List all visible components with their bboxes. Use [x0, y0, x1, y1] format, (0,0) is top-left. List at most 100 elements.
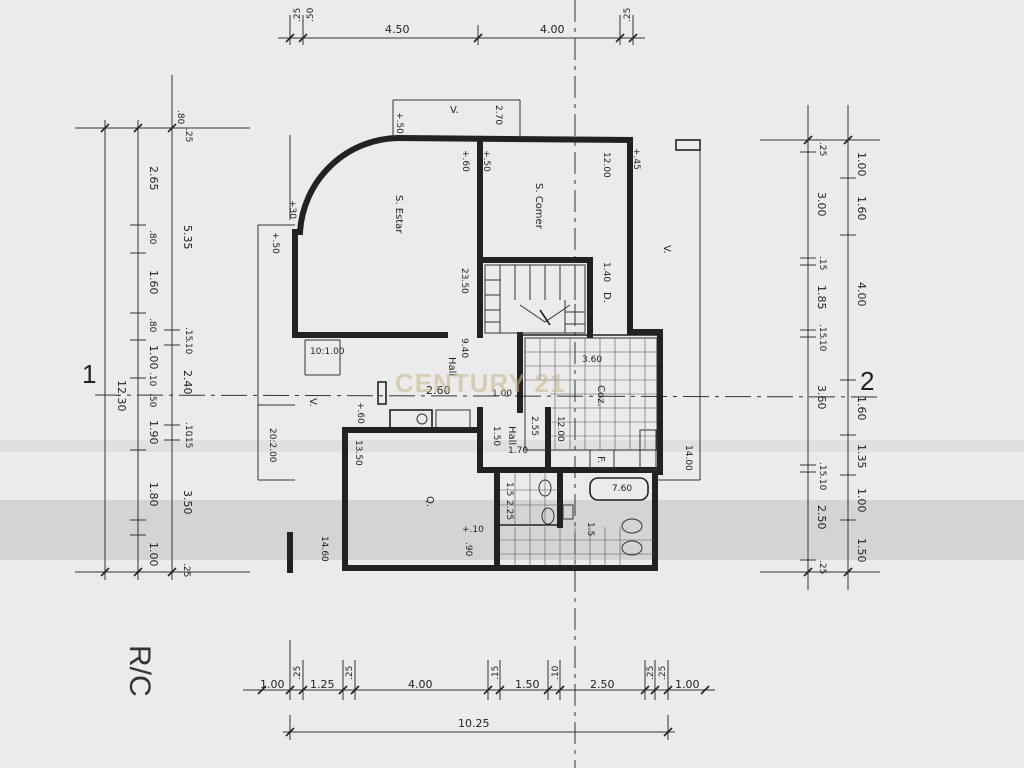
note-760: 7.60 — [612, 484, 632, 494]
dim-ro-100b: 1.00 — [855, 488, 868, 513]
note-270: 2.70 — [493, 105, 503, 125]
dim-lm-80c: .80 — [147, 318, 157, 333]
dim-lm-160: 1.60 — [147, 270, 160, 295]
dim-lm-80b: .80 — [147, 230, 157, 245]
dim-ri-250: 2.50 — [815, 505, 828, 530]
dim-bot-125: 1.25 — [310, 678, 335, 691]
dim-bot-15: .15 — [491, 666, 501, 680]
note-plus-50: +.50 — [394, 112, 404, 134]
note-100: 1.00 — [492, 389, 512, 399]
dim-bot-100a: 1.00 — [260, 678, 285, 691]
room-label-sala-comer: S. Comer — [533, 183, 544, 230]
room-label-ext-v3: V. — [307, 398, 318, 407]
dim-li-350: 3.50 — [181, 490, 194, 515]
watermark-century21: CENTURY 21 — [395, 368, 565, 398]
dim-ri-300: 3.00 — [815, 192, 828, 217]
note-plus-45: +.45 — [631, 148, 641, 170]
dim-ri-10: .10 — [817, 337, 827, 352]
dim-bot-10: .10 — [551, 665, 561, 680]
note-1200b: 12.00 — [555, 416, 565, 442]
building-walls — [257, 99, 701, 573]
note-90: .90 — [463, 542, 473, 557]
note-170: 1.70 — [508, 446, 528, 456]
note-260: 2.60 — [426, 384, 451, 397]
bottom-dimension-line — [243, 640, 715, 740]
note-15: 1.5 — [504, 482, 514, 496]
dim-top-25: .25 — [293, 8, 303, 22]
dim-li-25b: .25 — [181, 563, 191, 577]
scan-band-thin — [0, 440, 1024, 452]
dim-ri-15b: .15 — [817, 324, 827, 338]
dim-ri-15c: .15 — [817, 462, 827, 476]
dim-bot-25b: .25 — [345, 666, 355, 680]
dim-ro-150: 1.50 — [855, 538, 868, 563]
dim-li-240: 2.40 — [181, 370, 194, 395]
dim-left-total: 12.30 — [115, 380, 128, 412]
room-label-quarto: Q. — [424, 496, 435, 507]
bathroom-tiles — [500, 472, 655, 566]
note-1350: 13.50 — [353, 440, 363, 466]
dim-ro-135: 1.35 — [855, 444, 868, 469]
note-plus-60b: +.60 — [355, 402, 365, 424]
room-label-hall-1: Hall — [446, 357, 457, 376]
dim-lm-100b: 1.00 — [147, 542, 160, 567]
note-15b: 1.5 — [585, 522, 595, 536]
wall-curved-bay — [296, 134, 404, 236]
dim-bot-100b: 1.00 — [675, 678, 700, 691]
room-label-hall-2: Hall — [506, 426, 517, 445]
note-1460: 14.60 — [319, 536, 329, 562]
note-1400: 14.00 — [683, 445, 693, 471]
staircase — [484, 264, 586, 334]
note-255: 2.55 — [529, 416, 539, 436]
kitchen-tiles — [524, 337, 658, 471]
note-1200: 12.00 — [601, 152, 611, 178]
room-label-despensa: D. — [601, 292, 612, 303]
dim-ro-160b: 1.60 — [855, 396, 868, 421]
note-plus-50c: +.50 — [270, 232, 280, 254]
dim-ri-10b: .10 — [817, 476, 827, 491]
dim-bot-total: 10.25 — [458, 717, 490, 730]
dim-top-450: 4.50 — [385, 23, 410, 36]
horizontal-section-axis — [94, 394, 881, 398]
axis-label-1: 1 — [82, 359, 96, 389]
note-940: 9.40 — [459, 338, 469, 358]
note-140: 1.40 — [601, 262, 611, 282]
dim-bot-250: 2.50 — [590, 678, 615, 691]
dim-li-15b: .15 — [183, 434, 193, 448]
note-plus-30: +30 — [287, 200, 297, 219]
top-dimension-line — [278, 15, 645, 45]
dim-ri-15: .15 — [817, 256, 827, 270]
room-label-cozinha: Coz. — [595, 385, 606, 407]
note-plus-60: +.60 — [460, 150, 470, 172]
dim-li-80-top: .80 — [175, 110, 185, 125]
note-20-200: 20:2.00 — [267, 428, 277, 463]
dim-li-15: .15 — [183, 327, 193, 341]
plan-title: R/C — [123, 645, 156, 697]
dim-ro-400: 4.00 — [855, 282, 868, 307]
dim-lm-100: 1.00 — [147, 345, 160, 370]
dim-ro-160: 1.60 — [855, 196, 868, 221]
dim-li-10b: .10 — [147, 372, 157, 387]
scan-band — [0, 500, 1024, 560]
note-10-100: 10:1.00 — [310, 347, 345, 357]
dim-bot-25d: .25 — [658, 666, 668, 680]
wall-north — [396, 134, 634, 144]
dim-lm-180: 1.80 — [147, 482, 160, 507]
room-label-ext-v1: V. — [450, 105, 459, 116]
dim-bot-150: 1.50 — [515, 678, 540, 691]
dim-top-400: 4.00 — [540, 23, 565, 36]
axis-lines — [94, 0, 881, 768]
room-label-frig: F. — [595, 456, 606, 463]
right-dimension-lines — [760, 105, 880, 590]
dim-ri-185: 1.85 — [815, 285, 828, 310]
dim-bot-25c: .25 — [646, 666, 656, 680]
dim-bot-400: 4.00 — [408, 678, 433, 691]
dim-li-25: .25 — [183, 128, 193, 142]
dim-lm-190: 1.90 — [147, 420, 160, 445]
dim-ri-25: .25 — [817, 142, 827, 156]
dim-ri-25b: .25 — [817, 560, 827, 574]
note-2350: 23.50 — [459, 268, 469, 294]
note-plus-50b: +.50 — [481, 150, 491, 172]
